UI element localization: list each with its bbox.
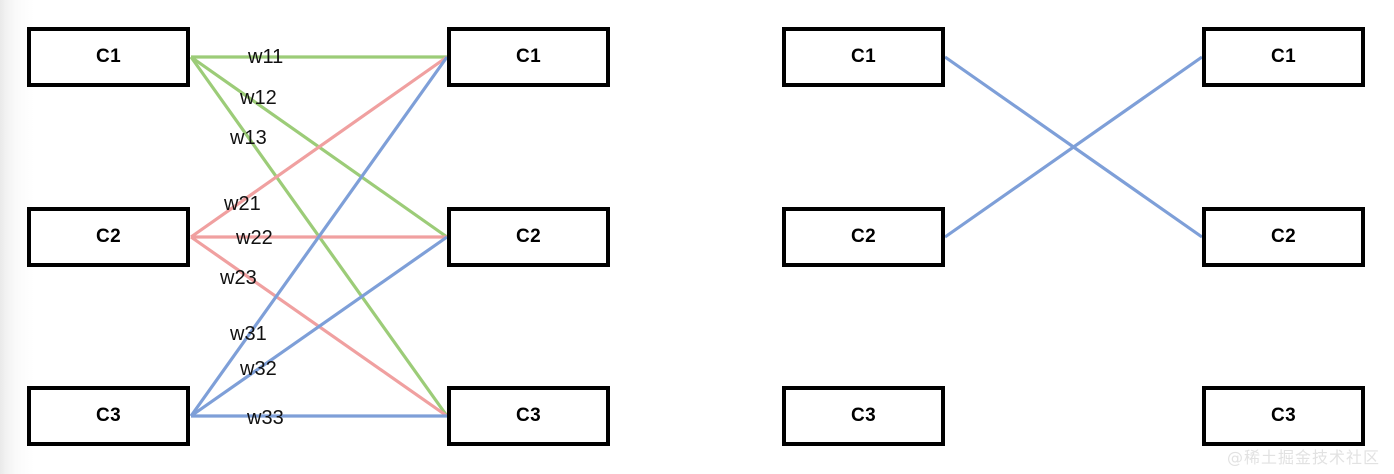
node-R2b[interactable]: C2 — [1202, 207, 1365, 267]
node-label: C1 — [1271, 46, 1296, 67]
watermark: @稀土掘金技术社区 — [1226, 448, 1380, 467]
node-R1b[interactable]: C1 — [1202, 27, 1365, 87]
edge-label-w12: w12 — [240, 87, 277, 109]
edge-label-w21: w21 — [224, 193, 261, 215]
edge-e12b — [944, 55, 1203, 239]
node-label: C2 — [96, 226, 121, 247]
edge-label-w13: w13 — [230, 127, 267, 149]
node-label: C1 — [516, 46, 541, 67]
node-L1[interactable]: C1 — [27, 27, 190, 87]
node-label: C3 — [851, 405, 876, 426]
edge-label-w33: w33 — [247, 407, 284, 429]
node-L2[interactable]: C2 — [27, 207, 190, 267]
node-R3[interactable]: C3 — [447, 386, 610, 446]
edge-label-w22: w22 — [236, 227, 273, 249]
edge-e31 — [189, 56, 449, 417]
node-R3b[interactable]: C3 — [1202, 386, 1365, 446]
node-R2[interactable]: C2 — [447, 207, 610, 267]
edge-label-w23: w23 — [220, 267, 257, 289]
edges-group — [189, 55, 1203, 418]
node-L1b[interactable]: C1 — [782, 27, 945, 87]
node-L3[interactable]: C3 — [27, 386, 190, 446]
node-L2b[interactable]: C2 — [782, 207, 945, 267]
node-label: C2 — [1271, 226, 1296, 247]
node-label: C1 — [96, 46, 121, 67]
node-R1[interactable]: C1 — [447, 27, 610, 87]
node-label: C1 — [851, 46, 876, 67]
edge-label-w32: w32 — [240, 358, 277, 380]
node-label: C2 — [516, 226, 541, 247]
edge-label-w31: w31 — [230, 323, 267, 345]
node-label: C3 — [516, 405, 541, 426]
edge-e21b — [944, 55, 1203, 239]
edge-label-w11: w11 — [248, 46, 284, 68]
node-label: C2 — [851, 226, 876, 247]
node-label: C3 — [1271, 405, 1296, 426]
node-label: C3 — [96, 405, 121, 426]
node-L3b[interactable]: C3 — [782, 386, 945, 446]
edge-e13 — [189, 56, 449, 417]
